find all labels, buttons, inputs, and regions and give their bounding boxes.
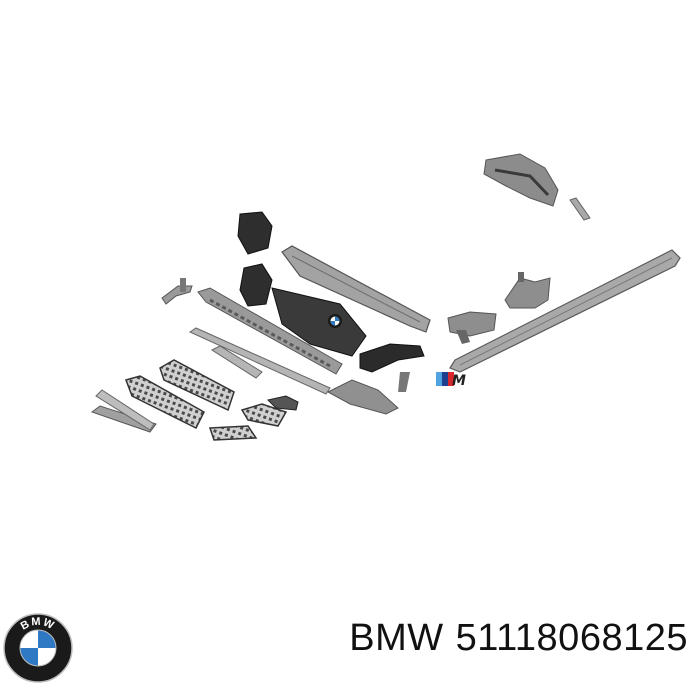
part-caption: BMW 51118068125 [349, 616, 688, 660]
parts-exploded-diagram: M [90, 153, 681, 441]
side-panel-part [95, 389, 155, 431]
right-brackets-part [447, 272, 551, 344]
m-badge-letter: M [452, 373, 466, 389]
bumper-support-part [197, 287, 343, 375]
m-badge: M [436, 372, 466, 389]
air-duct-parts [237, 211, 425, 373]
side-sill-part [449, 249, 681, 373]
reflector-part [90, 405, 157, 433]
spoiler-part [326, 379, 399, 415]
part-number: 51118068125 [455, 617, 688, 659]
upper-bracket-part [483, 153, 559, 207]
emblem-part [328, 314, 342, 328]
lower-lip-part [210, 345, 263, 379]
grille-parts [125, 359, 299, 441]
small-strip-part [569, 197, 591, 221]
bmw-logo: BMW [3, 613, 73, 683]
trim-strip-part [188, 327, 331, 395]
brand-name: BMW [349, 617, 444, 659]
small-clip-part [161, 285, 193, 305]
bmw-logo-text: BMW [19, 616, 57, 633]
